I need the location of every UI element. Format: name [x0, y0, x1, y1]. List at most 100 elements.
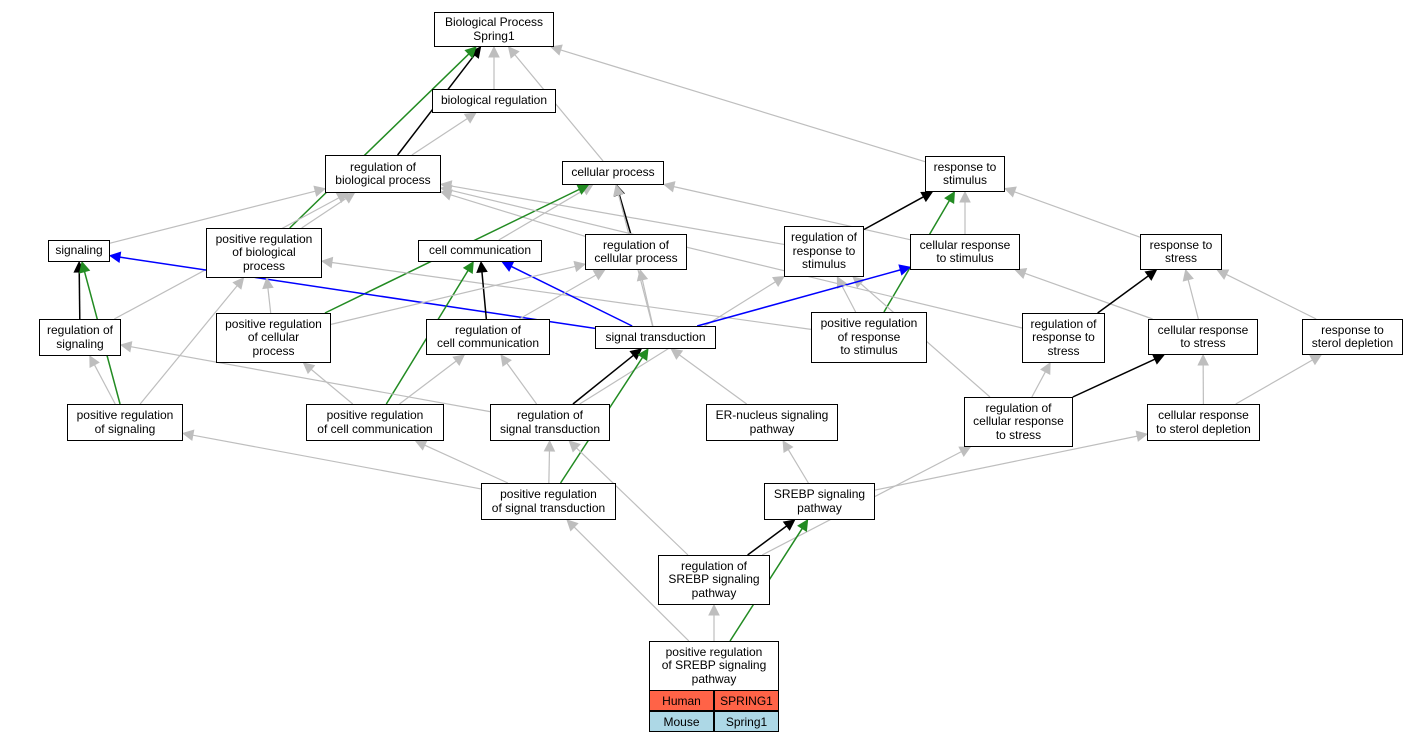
node-signal-transduction: signal transduction: [595, 326, 716, 349]
legend-mouse-species: Mouse: [649, 711, 714, 732]
edge-arrowhead-50: [1151, 354, 1165, 365]
edge-arrowhead-55: [543, 439, 556, 452]
edge-is_a-61: [573, 526, 690, 642]
node-response-to-sterol-depletion: response to sterol depletion: [1302, 319, 1403, 355]
node-cellular-response-to-stimulus: cellular response to stimulus: [910, 234, 1020, 270]
node-positive-regulation-of-signaling: positive regulation of signaling: [67, 404, 183, 441]
edge-arrowhead-31: [636, 268, 649, 282]
edge-is_a-15: [673, 186, 911, 241]
node-regulation-of-srebp-signaling-pathway: regulation of SREBP signaling pathway: [658, 555, 770, 605]
edge-arrowhead-44: [452, 354, 466, 366]
edge-is_a-31: [641, 279, 654, 327]
edge-arrowhead-49: [1040, 362, 1051, 375]
edge-is_a-36: [1024, 272, 1153, 320]
node-regulation-of-signal-transduction: regulation of signal transduction: [490, 404, 610, 441]
node-cell-communication: cell communication: [418, 240, 542, 262]
node-cellular-response-to-sterol-depletion: cellular response to sterol depletion: [1147, 404, 1260, 441]
edge-arrowhead-4: [549, 44, 563, 56]
node-positive-regulation-of-cell-communication: positive regulation of cell communicatio…: [306, 404, 444, 441]
edge-arrowhead-18: [944, 191, 955, 204]
edge-is_a-54: [424, 444, 509, 484]
edge-part_of-26: [481, 271, 488, 320]
edge-arrowhead-30: [592, 269, 606, 281]
edge-arrowhead-8: [335, 192, 349, 204]
edge-arrowhead-17: [959, 190, 971, 203]
node-regulation-of-cellular-process: regulation of cellular process: [585, 234, 687, 270]
edge-arrowhead-0: [488, 45, 500, 58]
edge-arrowhead-45: [500, 354, 512, 367]
edge-arrowhead-16: [920, 191, 934, 203]
edge-arrowhead-43: [302, 362, 316, 375]
node-er-nucleus-signaling-pathway: ER-nucleus signaling pathway: [706, 404, 838, 441]
edge-is_a-41: [93, 364, 116, 405]
edge-arrowhead-25: [320, 256, 334, 269]
edge-arrowhead-21: [79, 260, 91, 274]
edge-arrowhead-53: [181, 429, 195, 441]
node-positive-regulation-of-response-to-stimulus: positive regulation of response to stimu…: [811, 312, 927, 363]
node-response-to-stress: response to stress: [1140, 234, 1222, 270]
edge-arrowhead-19: [1003, 186, 1017, 198]
node-cellular-response-to-stress: cellular response to stress: [1148, 319, 1258, 355]
node-srebp-signaling-pathway: SREBP signaling pathway: [764, 483, 875, 520]
edge-arrowhead-23: [262, 276, 274, 290]
edge-arrowhead-5: [463, 112, 477, 124]
node-regulation-of-cellular-response-to-stress: regulation of cellular response to stres…: [964, 397, 1073, 447]
edge-arrowhead-36: [1014, 268, 1028, 280]
edge-is_a-53: [192, 434, 482, 490]
edge-part_of-16: [863, 196, 924, 231]
node-regulation-of-signaling: regulation of signaling: [39, 319, 121, 356]
edge-arrowhead-15: [662, 181, 676, 193]
edge-arrowhead-26: [476, 260, 488, 273]
edge-arrowhead-63: [797, 519, 809, 532]
edge-arrowhead-35: [898, 264, 912, 276]
edge-arrowhead-41: [89, 355, 100, 368]
edge-part_of-38: [1097, 275, 1149, 314]
edge-is_a-10: [450, 185, 785, 246]
edge-arrowhead-42: [119, 341, 133, 353]
legend-human-gene: SPRING1: [714, 690, 779, 711]
edge-is_a-9: [450, 194, 586, 237]
legend-human-species: Human: [649, 690, 714, 711]
edge-arrowhead-29: [573, 260, 587, 273]
edge-is_a-58: [576, 447, 689, 556]
edge-is_a-39: [1187, 279, 1199, 320]
edge-arrowhead-28: [501, 261, 515, 272]
edge-is_a-4: [560, 49, 926, 163]
edge-arrowhead-32: [772, 275, 785, 287]
node-biological-process: Biological Process Spring1: [434, 12, 554, 47]
node-regulation-of-biological-process: regulation of biological process: [325, 155, 441, 193]
node-biological-regulation: biological regulation: [432, 89, 556, 113]
edge-is_a-56: [787, 449, 809, 484]
node-regulation-of-cell-communication: regulation of cell communication: [426, 319, 550, 355]
edge-part_of-20: [78, 271, 81, 320]
node-cellular-process: cellular process: [562, 161, 664, 185]
edge-is_a-33: [841, 285, 857, 313]
edge-is_a-11: [498, 189, 585, 241]
edge-arrowhead-22: [108, 251, 122, 263]
edge-positively_regulates-2: [289, 53, 470, 229]
edge-is_a-30: [519, 274, 597, 320]
edge-arrowhead-62: [708, 603, 720, 616]
edge-is_a-48: [678, 354, 747, 405]
edge-arrowhead-51: [1197, 353, 1209, 366]
edge-arrowhead-48: [670, 348, 684, 360]
edge-regulates-28: [510, 265, 633, 327]
node-positive-regulation-of-cellular-process: positive regulation of cellular process: [216, 313, 331, 363]
edge-arrowhead-54: [414, 440, 428, 451]
edge-arrowhead-59: [958, 446, 972, 457]
node-positive-regulation-of-srebp-signaling-pathway: positive regulation of SREBP signaling p…: [649, 641, 779, 691]
edge-is_a-23: [267, 287, 272, 314]
node-response-to-stimulus: response to stimulus: [925, 156, 1005, 192]
edge-is_a-24: [139, 285, 238, 405]
edge-regulates-22: [119, 256, 596, 330]
edge-arrowhead-14: [613, 183, 625, 197]
edge-is_a-44: [399, 360, 457, 405]
edge-arrowhead-56: [782, 440, 794, 453]
edge-arrowhead-58: [568, 440, 581, 453]
edge-arrowhead-52: [1309, 354, 1323, 366]
edge-arrowhead-6: [313, 185, 327, 197]
edge-is_a-19: [1014, 191, 1141, 238]
edge-arrowhead-38: [1144, 269, 1158, 281]
edge-is_a-55: [548, 450, 551, 484]
node-positive-regulation-of-biological-process: positive regulation of biological proces…: [206, 228, 322, 278]
